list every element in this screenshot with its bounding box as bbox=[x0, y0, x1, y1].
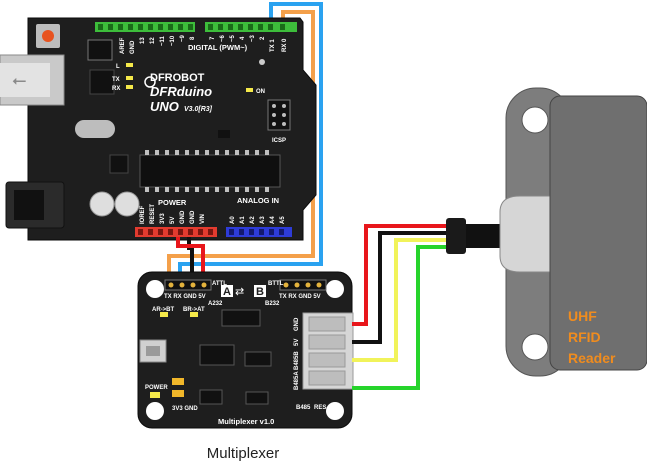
exchange-arrow-icon: ⇄ bbox=[235, 285, 244, 298]
pin-5: ~5 bbox=[230, 34, 236, 42]
mcu-chip bbox=[139, 154, 281, 188]
brand-dfrobot: DFROBOT bbox=[150, 72, 205, 84]
label-tx: TX bbox=[112, 77, 120, 83]
uhf-rfid-reader: UHF RFID Reader bbox=[446, 87, 647, 377]
wire-red-reader bbox=[352, 224, 446, 326]
pin-a4: A4 bbox=[270, 216, 276, 224]
pin-rx0: RX 0 bbox=[282, 38, 288, 52]
led-ar-bt-label: AR->BT bbox=[152, 307, 175, 313]
mux-res-label: RES bbox=[314, 405, 326, 411]
reader-wires bbox=[352, 224, 446, 390]
mux-left-pins: TX RX GND 5V bbox=[164, 294, 206, 300]
mux-b232-label: B232 bbox=[265, 301, 280, 307]
mux-3v3-gnd-label: 3V3 GND bbox=[172, 406, 198, 412]
terminal-5v-label: 5V bbox=[294, 339, 300, 346]
usb-icon: ⭠ bbox=[12, 70, 26, 91]
pin-4: 4 bbox=[240, 36, 246, 40]
pin-3v3: 3V3 bbox=[160, 213, 166, 224]
pin-aref: AREF bbox=[120, 37, 126, 54]
side-b-label: B bbox=[256, 286, 264, 298]
pin-8: 8 bbox=[190, 36, 196, 40]
reset-button[interactable] bbox=[42, 30, 54, 42]
pin-10: ~10 bbox=[170, 35, 176, 46]
pin-gnd: GND bbox=[130, 40, 136, 54]
reader-label-reader: Reader bbox=[568, 350, 616, 366]
icsp-label: ICSP bbox=[272, 138, 286, 144]
mux-attl-label: ATTL bbox=[212, 281, 227, 287]
reader-label-uhf: UHF bbox=[568, 308, 597, 324]
pin-ioref: IOREF bbox=[140, 205, 146, 224]
reader-label-rfid: RFID bbox=[568, 329, 601, 345]
pin-vin: VIN bbox=[200, 214, 206, 224]
pin-tx1: TX 1 bbox=[270, 39, 276, 52]
pin-3: ~3 bbox=[250, 34, 256, 42]
power-header-label: POWER bbox=[158, 198, 187, 207]
pin-a0: A0 bbox=[230, 216, 236, 224]
led-l bbox=[126, 63, 133, 67]
diagram-caption: Multiplexer bbox=[207, 445, 280, 462]
label-rx: RX bbox=[112, 86, 120, 92]
mux-power-label: POWER bbox=[145, 385, 168, 391]
mux-board-label: Multiplexer v1.0 bbox=[218, 417, 274, 426]
pin-a3: A3 bbox=[260, 216, 266, 224]
multiplexer-board: A B ⇄ ATTL BTTL TX RX GND 5V TX RX GND 5… bbox=[137, 271, 354, 429]
pin-a5: A5 bbox=[280, 216, 286, 224]
icsp-header bbox=[267, 99, 291, 131]
led-tx bbox=[126, 76, 133, 80]
pin-7: 7 bbox=[210, 36, 216, 40]
terminal-b485b-label: B485B bbox=[294, 351, 300, 370]
side-a-label: A bbox=[223, 286, 231, 298]
mux-b485-label: B485 bbox=[296, 405, 311, 411]
wire-black-reader bbox=[352, 231, 446, 344]
pin-9: ~9 bbox=[180, 34, 186, 42]
model-uno: UNO bbox=[150, 99, 179, 114]
wire-blue-tx bbox=[178, 2, 323, 290]
pin-a1: A1 bbox=[240, 216, 246, 224]
mux-bttl-label: BTTL bbox=[268, 281, 284, 287]
pin-reset: RESET bbox=[150, 204, 156, 224]
power-wires bbox=[176, 237, 205, 290]
wire-yellow-reader bbox=[352, 238, 446, 362]
brand-dfrduino: DFRduino bbox=[150, 84, 212, 99]
wire-red-5v bbox=[176, 237, 205, 290]
led-br-at-label: BR->AT bbox=[183, 307, 205, 313]
pin-gnd1: GND bbox=[180, 210, 186, 224]
mux-a232-label: A232 bbox=[208, 301, 223, 307]
pin-5v: 5V bbox=[170, 217, 176, 224]
pin-6: ~6 bbox=[220, 34, 226, 42]
terminal-b485a-label: B485A bbox=[294, 371, 300, 390]
pin-11: ~11 bbox=[160, 35, 166, 46]
wire-green-reader bbox=[352, 245, 446, 390]
pin-12: 12 bbox=[150, 37, 156, 44]
arduino-board: ⭠ bbox=[0, 17, 317, 241]
pin-2: 2 bbox=[260, 36, 266, 40]
model-version: V3.0[R3] bbox=[184, 106, 213, 113]
terminal-gnd-label: GND bbox=[294, 317, 300, 331]
pin-gnd2: GND bbox=[190, 210, 196, 224]
pin-13: 13 bbox=[140, 37, 146, 44]
power-header bbox=[135, 227, 217, 237]
pin-a2: A2 bbox=[250, 216, 256, 224]
label-l: L bbox=[116, 64, 120, 70]
label-on: ON bbox=[256, 89, 265, 95]
mux-right-pins: TX RX GND 5V bbox=[279, 294, 321, 300]
digital-header-left bbox=[95, 22, 195, 32]
analog-header-label: ANALOG IN bbox=[237, 196, 279, 205]
led-rx bbox=[126, 85, 133, 89]
led-on bbox=[246, 88, 253, 92]
digital-header-label: DIGITAL (PWM~) bbox=[188, 43, 248, 52]
